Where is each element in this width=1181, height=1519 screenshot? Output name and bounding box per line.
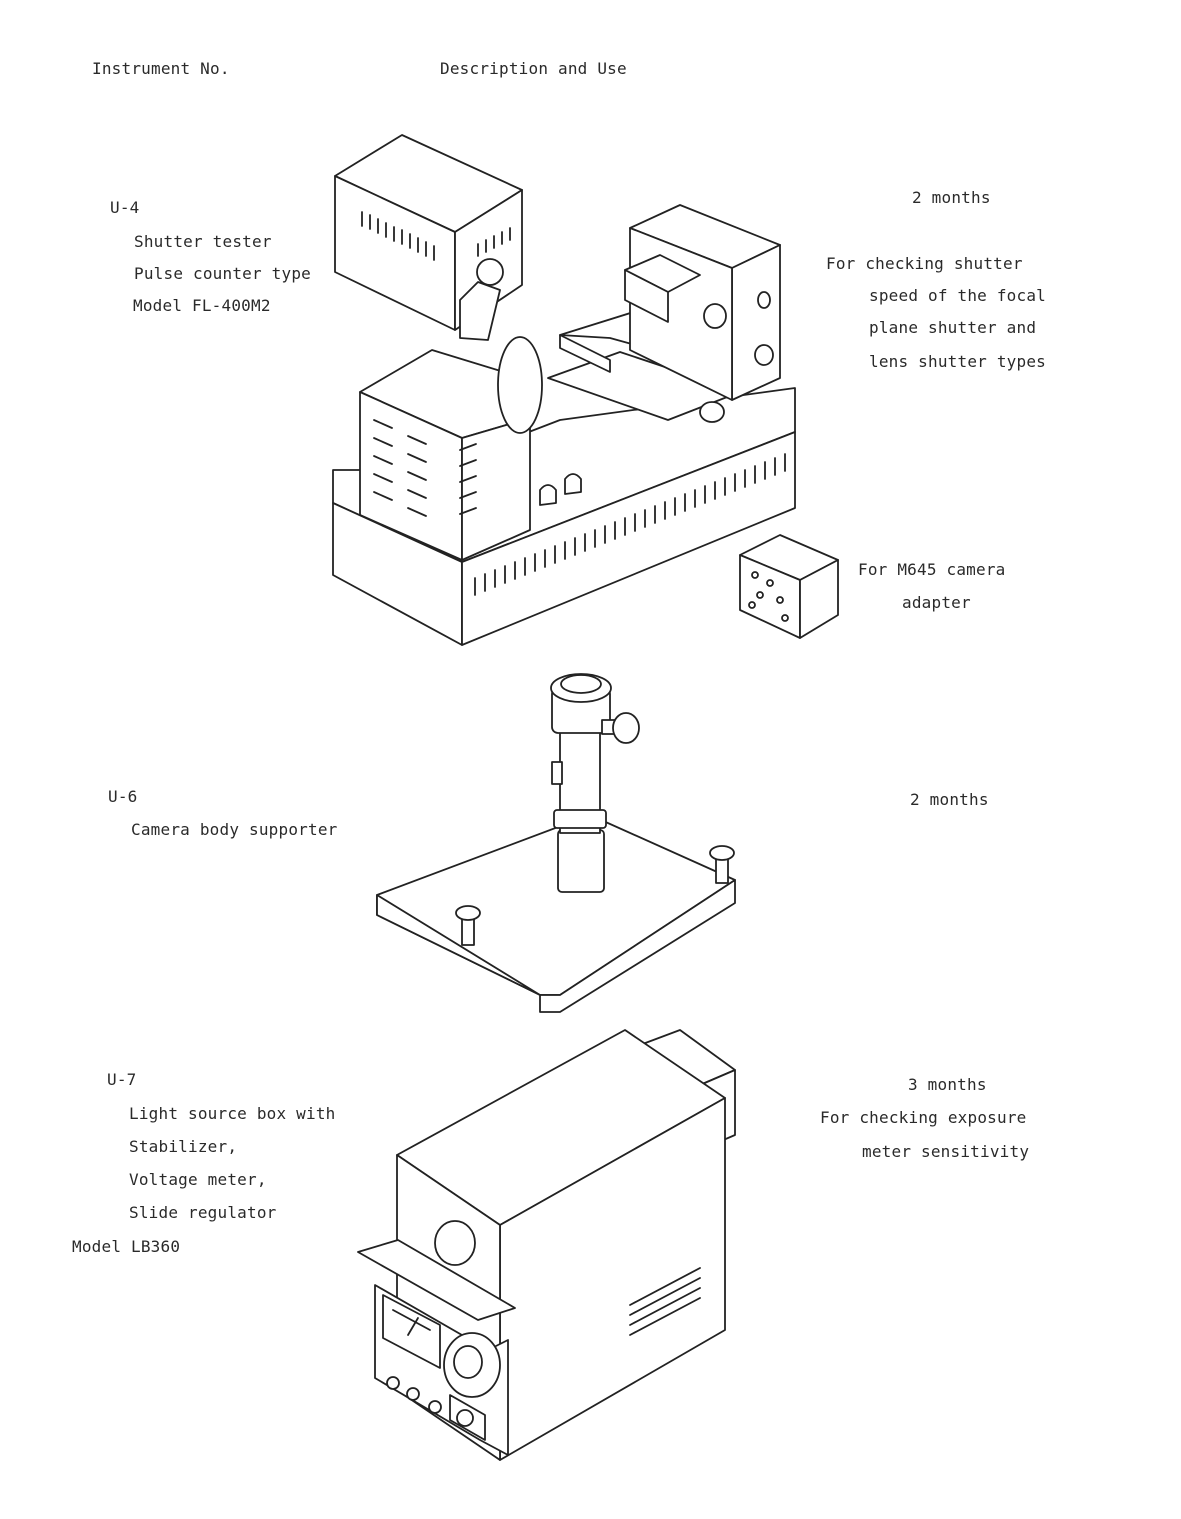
instrument-id: U-4 [110, 198, 140, 217]
check-interval: 2 months [912, 188, 991, 207]
instrument-model: Model FL-400M2 [133, 296, 271, 315]
use-description-line: plane shutter and [869, 318, 1037, 337]
column-header-description: Description and Use [440, 59, 627, 78]
check-interval: 3 months [908, 1075, 987, 1094]
instrument-description-line: Voltage meter, [129, 1170, 267, 1189]
instrument-model: Model LB360 [72, 1237, 181, 1256]
instrument-description-line: Pulse counter type [134, 264, 311, 283]
use-description-line: meter sensitivity [862, 1142, 1030, 1161]
accessory-label: adapter [902, 593, 971, 612]
column-header-instrument: Instrument No. [92, 59, 230, 78]
camera-body-supporter-drawing [376, 673, 736, 1013]
instrument-description-line: Camera body supporter [131, 820, 338, 839]
instrument-id: U-7 [107, 1070, 137, 1089]
instrument-description-line: Stabilizer, [129, 1137, 238, 1156]
check-interval: 2 months [910, 790, 989, 809]
use-description-line: speed of the focal [869, 286, 1046, 305]
use-description-line: For checking exposure [820, 1108, 1027, 1127]
use-description-line: lens shutter types [869, 352, 1046, 371]
instrument-description-line: Light source box with [129, 1104, 336, 1123]
instrument-description-line: Slide regulator [129, 1203, 277, 1222]
use-description-line: For checking shutter [826, 254, 1023, 273]
shutter-tester-drawing [332, 134, 839, 646]
instrument-id: U-6 [108, 787, 138, 806]
instrument-description-line: Shutter tester [134, 232, 272, 251]
accessory-label: For M645 camera [858, 560, 1006, 579]
